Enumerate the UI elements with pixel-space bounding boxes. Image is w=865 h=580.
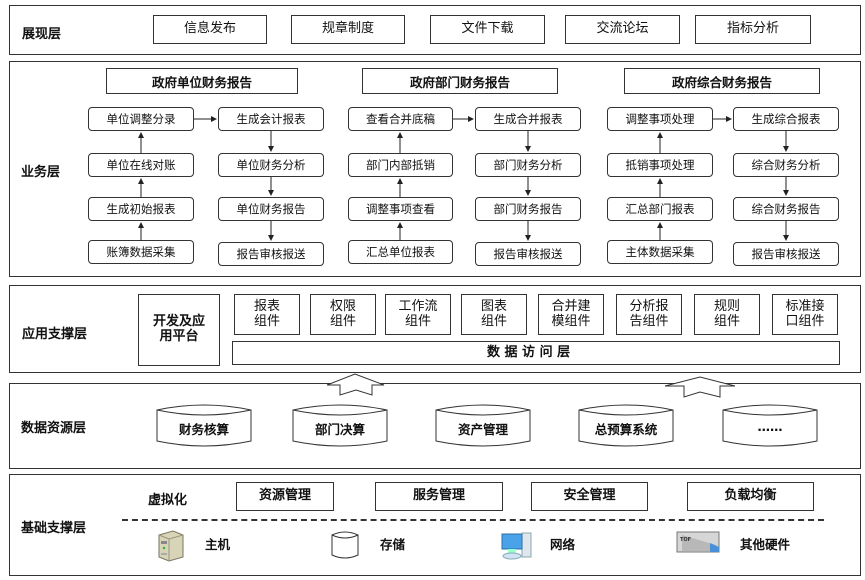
business-layer: 业务层 政府单位财务报告 单位调整分录 单位在线对账 生成初始报表 账簿数据采集… [9, 61, 861, 277]
group-header-unit-report: 政府单位财务报告 [106, 68, 298, 94]
virtualization-label: 虚拟化 [148, 493, 188, 508]
server-icon [155, 529, 185, 562]
component-permission: 权限组件 [310, 294, 376, 335]
hardware-storage: 存储 [330, 529, 405, 559]
component-rules: 规则组件 [694, 294, 760, 335]
db-total-budget-system: 总预算系统 [578, 403, 674, 447]
step-dept-aggregate-units: 汇总单位报表 [348, 240, 453, 264]
database-icon [578, 404, 674, 447]
step-dept-view-consolidation: 查看合并底稿 [348, 107, 453, 131]
step-comp-adjust-process: 调整事项处理 [607, 107, 713, 131]
data-resource-layer-title: 数据资源层 [21, 421, 87, 436]
db-others: …… [722, 403, 818, 447]
hardware-host: 主机 [155, 529, 230, 562]
network-computer-icon [500, 529, 532, 560]
hardware-network: 网络 [500, 529, 575, 560]
step-unit-online-reconcile: 单位在线对账 [88, 153, 194, 177]
presentation-item-file-download: 文件下载 [430, 15, 545, 44]
step-unit-review-submit: 报告审核报送 [218, 242, 324, 266]
presentation-item-indicator-analysis: 指标分析 [695, 15, 811, 44]
group-header-comprehensive-report: 政府综合财务报告 [624, 68, 820, 94]
component-consolidation-modeling: 合并建模组件 [538, 294, 604, 335]
data-resource-layer: 数据资源层 财务核算 部门决算 资产管理 总预算系统 …… [9, 383, 861, 469]
step-comp-offset-process: 抵销事项处理 [607, 153, 713, 177]
service-security-management: 安全管理 [531, 482, 648, 511]
service-resource-management: 资源管理 [236, 482, 334, 511]
step-comp-comprehensive-report: 生成综合报表 [733, 107, 839, 131]
presentation-item-forum: 交流论坛 [565, 15, 680, 44]
db-financial-accounting: 财务核算 [156, 403, 252, 447]
step-unit-fin-analysis: 单位财务分析 [218, 153, 324, 177]
db-department-final-accounts: 部门决算 [292, 403, 388, 447]
hardware-device-icon: TOF [676, 529, 720, 557]
presentation-item-regulations: 规章制度 [291, 15, 405, 44]
component-standard-interface: 标准接口组件 [772, 294, 838, 335]
database-icon [722, 404, 818, 447]
group-header-department-report: 政府部门财务报告 [362, 68, 558, 94]
svg-text:TOF: TOF [680, 537, 691, 543]
service-service-management: 服务管理 [375, 482, 503, 511]
presentation-item-info-publish: 信息发布 [153, 15, 267, 44]
component-workflow: 工作流组件 [385, 294, 451, 335]
step-dept-fin-analysis: 部门财务分析 [475, 153, 581, 177]
step-dept-fin-report: 部门财务报告 [475, 197, 581, 221]
step-comp-fin-analysis: 综合财务分析 [733, 153, 839, 177]
step-comp-fin-report: 综合财务报告 [733, 197, 839, 221]
step-dept-review-submit: 报告审核报送 [475, 242, 581, 266]
database-icon [435, 404, 531, 447]
step-comp-aggregate-depts: 汇总部门报表 [607, 197, 713, 221]
step-comp-review-submit: 报告审核报送 [733, 242, 839, 266]
data-access-layer-bar: 数 据 访 问 层 [232, 341, 840, 365]
component-analysis-report: 分析报告组件 [616, 294, 682, 335]
application-layer-title: 应用支撑层 [22, 327, 88, 342]
step-comp-entity-collect: 主体数据采集 [607, 240, 713, 264]
infrastructure-layer: 基础支撑层 虚拟化 资源管理 服务管理 安全管理 负载均衡 主机 存储 网络 T… [9, 474, 861, 576]
presentation-layer-title: 展现层 [22, 27, 62, 42]
database-icon [156, 404, 252, 447]
step-dept-internal-offset: 部门内部抵销 [348, 153, 453, 177]
presentation-layer: 展现层 信息发布 规章制度 文件下载 交流论坛 指标分析 [9, 5, 861, 55]
step-unit-adjust-entry: 单位调整分录 [88, 107, 194, 131]
database-icon [292, 404, 388, 447]
business-layer-title: 业务层 [21, 165, 61, 180]
step-unit-fin-report: 单位财务报告 [218, 197, 324, 221]
storage-icon [330, 529, 360, 559]
infrastructure-layer-title: 基础支撑层 [21, 521, 87, 536]
hardware-other: TOF 其他硬件 [676, 529, 790, 557]
component-report: 报表组件 [234, 294, 300, 335]
service-load-balancing: 负载均衡 [687, 482, 814, 511]
step-unit-initial-report: 生成初始报表 [88, 197, 194, 221]
application-layer: 应用支撑层 开发及应 用平台 报表组件 权限组件 工作流组件 图表组件 合并建模… [9, 285, 861, 373]
dashed-divider [122, 519, 824, 521]
step-unit-accounting-report: 生成会计报表 [218, 107, 324, 131]
step-dept-consolidated-report: 生成合并报表 [475, 107, 581, 131]
component-chart: 图表组件 [461, 294, 527, 335]
step-dept-adjust-view: 调整事项查看 [348, 197, 453, 221]
db-asset-management: 资产管理 [435, 403, 531, 447]
dev-platform-box: 开发及应 用平台 [138, 294, 220, 366]
step-unit-ledger-collect: 账簿数据采集 [88, 240, 194, 264]
